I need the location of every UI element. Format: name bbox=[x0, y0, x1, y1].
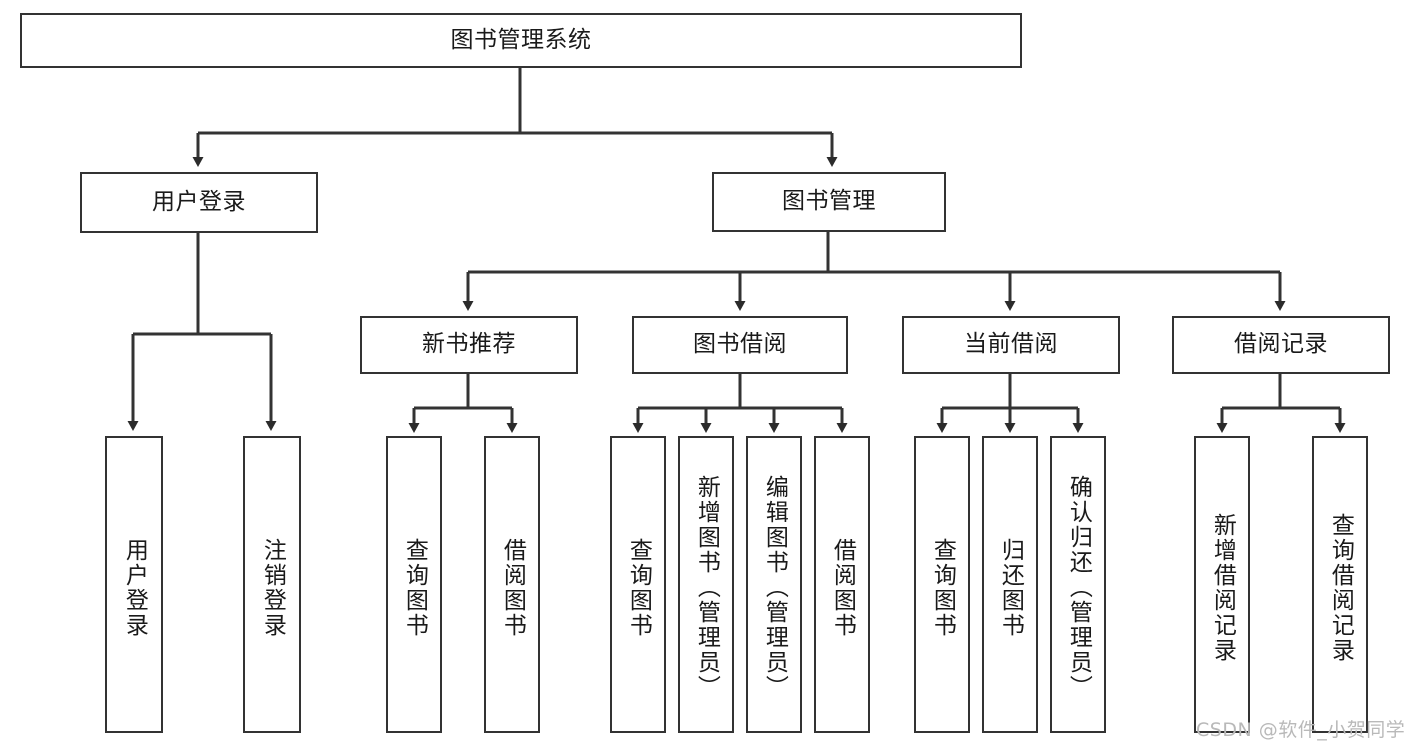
node-user-login-label: 用户登录 bbox=[152, 188, 246, 215]
leaf-user-login-signout-label: 注销登录 bbox=[259, 537, 286, 638]
leaf-recommend-query-book[interactable]: 查询图书 bbox=[386, 436, 442, 733]
leaf-borrow-edit-book-label: 编辑图书（管理员） bbox=[761, 475, 788, 700]
leaf-current-query-book-label: 查询图书 bbox=[929, 537, 956, 638]
leaf-borrow-query-book-label: 查询图书 bbox=[625, 537, 652, 638]
leaf-record-query-record-label: 查询借阅记录 bbox=[1327, 512, 1354, 663]
node-borrow-record-label: 借阅记录 bbox=[1234, 331, 1328, 358]
node-new-book-recommend[interactable]: 新书推荐 bbox=[360, 316, 578, 374]
leaf-record-add-record-label: 新增借阅记录 bbox=[1209, 512, 1236, 663]
node-borrow-record[interactable]: 借阅记录 bbox=[1172, 316, 1390, 374]
leaf-current-confirm-return[interactable]: 确认归还（管理员） bbox=[1050, 436, 1106, 733]
node-book-management[interactable]: 图书管理 bbox=[712, 172, 946, 232]
leaf-recommend-borrow-book[interactable]: 借阅图书 bbox=[484, 436, 540, 733]
leaf-borrow-add-book-label: 新增图书（管理员） bbox=[693, 475, 720, 700]
node-current-borrow[interactable]: 当前借阅 bbox=[902, 316, 1120, 374]
leaf-current-return-book-label: 归还图书 bbox=[997, 537, 1024, 638]
node-root-label: 图书管理系统 bbox=[450, 26, 592, 53]
leaf-user-login-signout[interactable]: 注销登录 bbox=[243, 436, 301, 733]
node-root[interactable]: 图书管理系统 bbox=[20, 13, 1022, 68]
leaf-borrow-borrow-book-label: 借阅图书 bbox=[829, 537, 856, 638]
node-current-borrow-label: 当前借阅 bbox=[964, 331, 1058, 358]
leaf-current-query-book[interactable]: 查询图书 bbox=[914, 436, 970, 733]
node-new-book-recommend-label: 新书推荐 bbox=[422, 331, 516, 358]
leaf-record-add-record[interactable]: 新增借阅记录 bbox=[1194, 436, 1250, 733]
leaf-current-return-book[interactable]: 归还图书 bbox=[982, 436, 1038, 733]
leaf-borrow-edit-book[interactable]: 编辑图书（管理员） bbox=[746, 436, 802, 733]
leaf-current-confirm-return-label: 确认归还（管理员） bbox=[1065, 475, 1092, 700]
leaf-borrow-query-book[interactable]: 查询图书 bbox=[610, 436, 666, 733]
leaf-user-login-signin-label: 用户登录 bbox=[121, 537, 148, 638]
leaf-user-login-signin[interactable]: 用户登录 bbox=[105, 436, 163, 733]
leaf-borrow-add-book[interactable]: 新增图书（管理员） bbox=[678, 436, 734, 733]
node-book-management-label: 图书管理 bbox=[782, 188, 876, 215]
leaf-recommend-query-book-label: 查询图书 bbox=[401, 537, 428, 638]
node-book-borrow-label: 图书借阅 bbox=[693, 331, 787, 358]
node-book-borrow[interactable]: 图书借阅 bbox=[632, 316, 848, 374]
leaf-recommend-borrow-book-label: 借阅图书 bbox=[499, 537, 526, 638]
watermark-text: CSDN @软件_小贺同学 bbox=[1196, 719, 1405, 741]
node-user-login[interactable]: 用户登录 bbox=[80, 172, 318, 233]
leaf-record-query-record[interactable]: 查询借阅记录 bbox=[1312, 436, 1368, 733]
leaf-borrow-borrow-book[interactable]: 借阅图书 bbox=[814, 436, 870, 733]
